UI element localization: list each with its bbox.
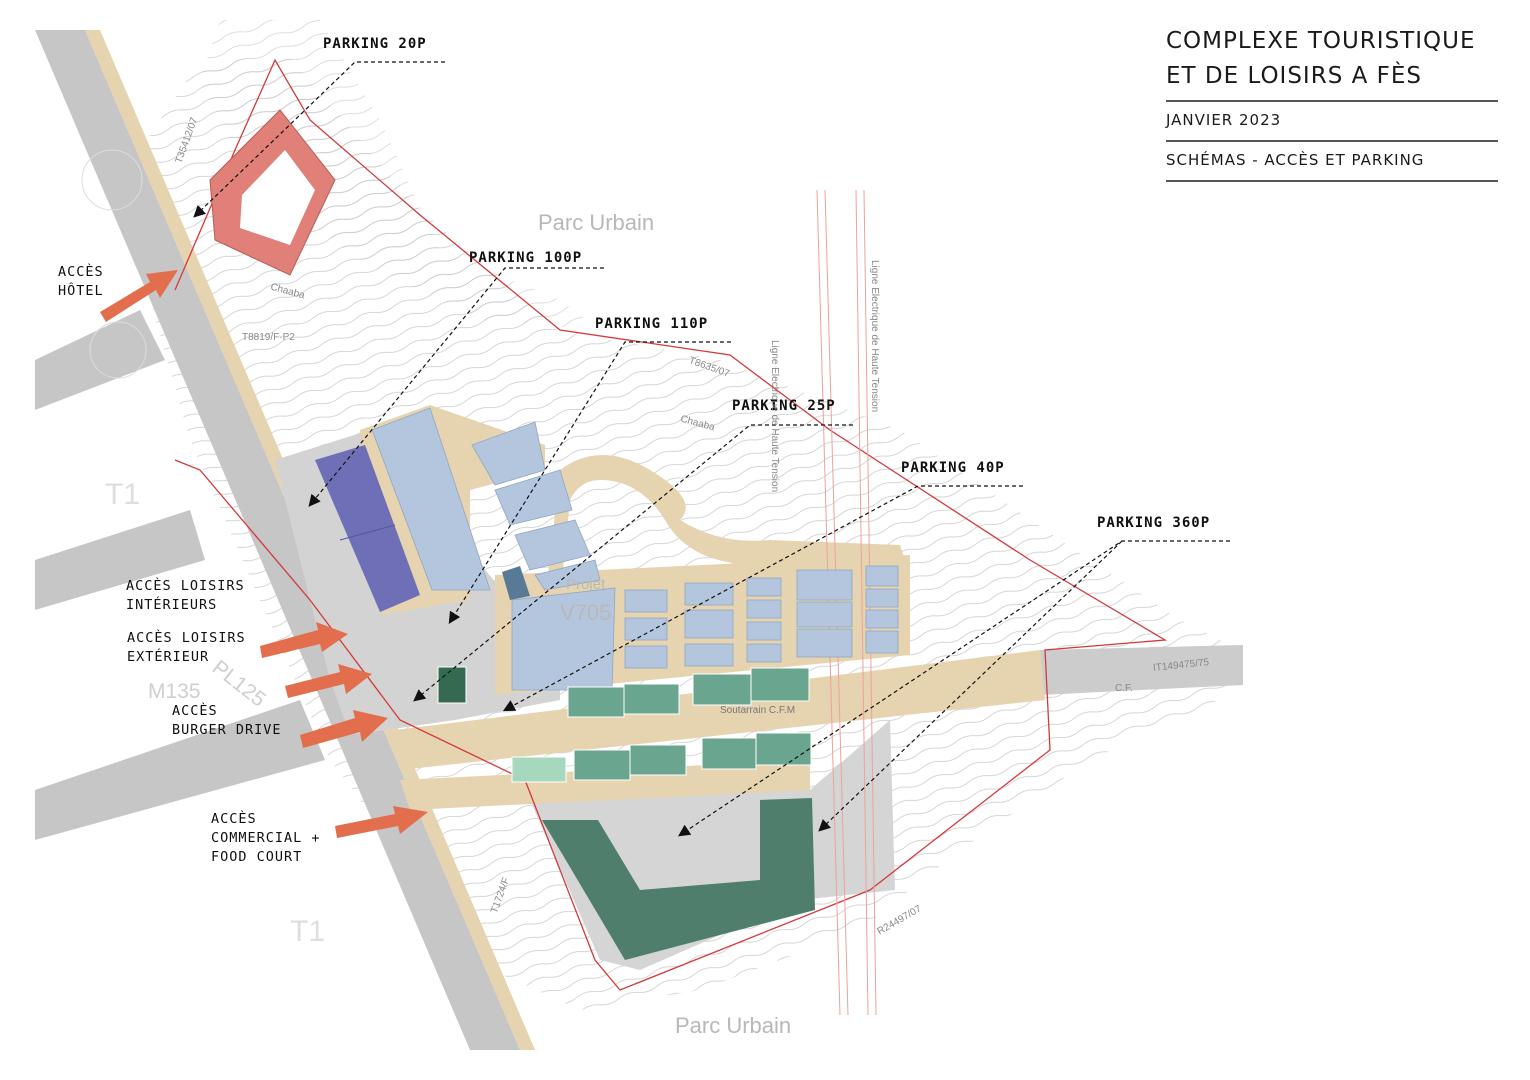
access-commercial-line-1: ACCÈS [211,811,257,827]
access-hotel-line-1: ACCÈS [58,264,104,280]
title-rule [1166,100,1498,102]
project-subject: SCHÉMAS - ACCÈS ET PARKING [1166,151,1425,169]
access-burger-label: ACCÈS BURGER DRIVE [172,702,282,740]
parc-urbain-bottom-label: Parc Urbain [675,1013,792,1038]
access-loisirs-int-line-1: ACCÈS LOISIRS [126,578,245,594]
title-block: COMPLEXE TOURISTIQUE ET DE LOISIRS A FÈS… [1166,24,1498,182]
project-date: JANVIER 2023 [1166,111,1282,129]
main-beige-path [395,650,1045,770]
arrow-burger [300,710,388,748]
road-west-3 [35,700,325,840]
site-boundary [174,58,1168,991]
parking-leader-lines [193,61,1230,837]
power-line-2a [855,189,869,1016]
project-title-line-2: ET DE LOISIRS A FÈS [1166,63,1423,89]
curved-beige-road [545,455,905,600]
arrow-commercial [335,806,428,838]
power-line-label-2: Ligne Electrique de Haute Tension [869,260,880,413]
parking-25p-label: PARKING 25P [732,398,836,414]
ref-label-5: T8819/F-P2 [242,332,295,343]
ref-label-7: C.F. [1115,683,1133,694]
parking-100p-label: PARKING 100P [469,250,583,266]
lower-beige-road [400,760,810,810]
parking-110p-label: PARKING 110P [595,316,709,332]
parking-360p-label: PARKING 360P [1097,515,1211,531]
large-green-building [542,798,815,960]
access-loisirs-int-line-2: INTÉRIEURS [126,597,218,613]
roundabout-outline [89,321,147,379]
t1-bottom-label: T1 [290,915,326,948]
access-burger-line-1: ACCÈS [172,703,218,719]
t1-left-label: T1 [105,478,141,511]
access-hotel-line-2: HÔTEL [58,283,104,299]
road-west-2 [35,510,205,610]
access-loisirs-ext-line-2: EXTÉRIEUR [127,649,210,665]
parking-40p-label: PARKING 40P [901,460,1005,476]
v705-label: V705 [560,600,612,625]
soutarrain-label: Soutarrain C.F.M [720,705,796,716]
access-loisirs-interieurs-label: ACCÈS LOISIRS INTÉRIEURS [126,577,245,615]
projet-label: Projet [566,576,606,593]
access-commercial-line-2: COMMERCIAL + [211,830,321,846]
roundabout-outline-upper [81,149,143,211]
m135-label: M135 [148,680,201,703]
arrow-loisirs-exterieur [285,664,372,698]
blue-buildings [371,407,899,691]
purple-building [315,445,420,612]
arrow-loisirs-interieur [260,622,348,658]
parking-20p-label: PARKING 20P [323,36,427,52]
parc-urbain-top-label: Parc Urbain [538,210,655,235]
project-title-line-1: COMPLEXE TOURISTIQUE [1166,28,1476,54]
access-commercial-line-3: FOOD COURT [211,849,303,865]
access-commercial-label: ACCÈS COMMERCIAL + FOOD COURT [211,810,321,867]
access-loisirs-exterieur-label: ACCÈS LOISIRS EXTÉRIEUR [127,629,246,667]
access-loisirs-ext-line-1: ACCÈS LOISIRS [127,630,246,646]
arrow-hotel [100,270,178,322]
access-burger-line-2: BURGER DRIVE [172,722,282,738]
hotel-courtyard [240,150,315,245]
access-arrows [100,270,428,838]
date-rule [1166,140,1498,142]
slate-building [502,566,530,600]
road-east [1040,645,1243,695]
subject-rule [1166,180,1498,182]
road-west-1 [35,310,165,410]
access-hotel-label: ACCÈS HÔTEL [58,263,104,301]
purple-building-divider [339,524,396,541]
power-line-label-1: Ligne Electrique de Haute Tension [769,340,780,493]
terrain-contours-upper [200,20,600,330]
green-buildings [437,666,812,783]
